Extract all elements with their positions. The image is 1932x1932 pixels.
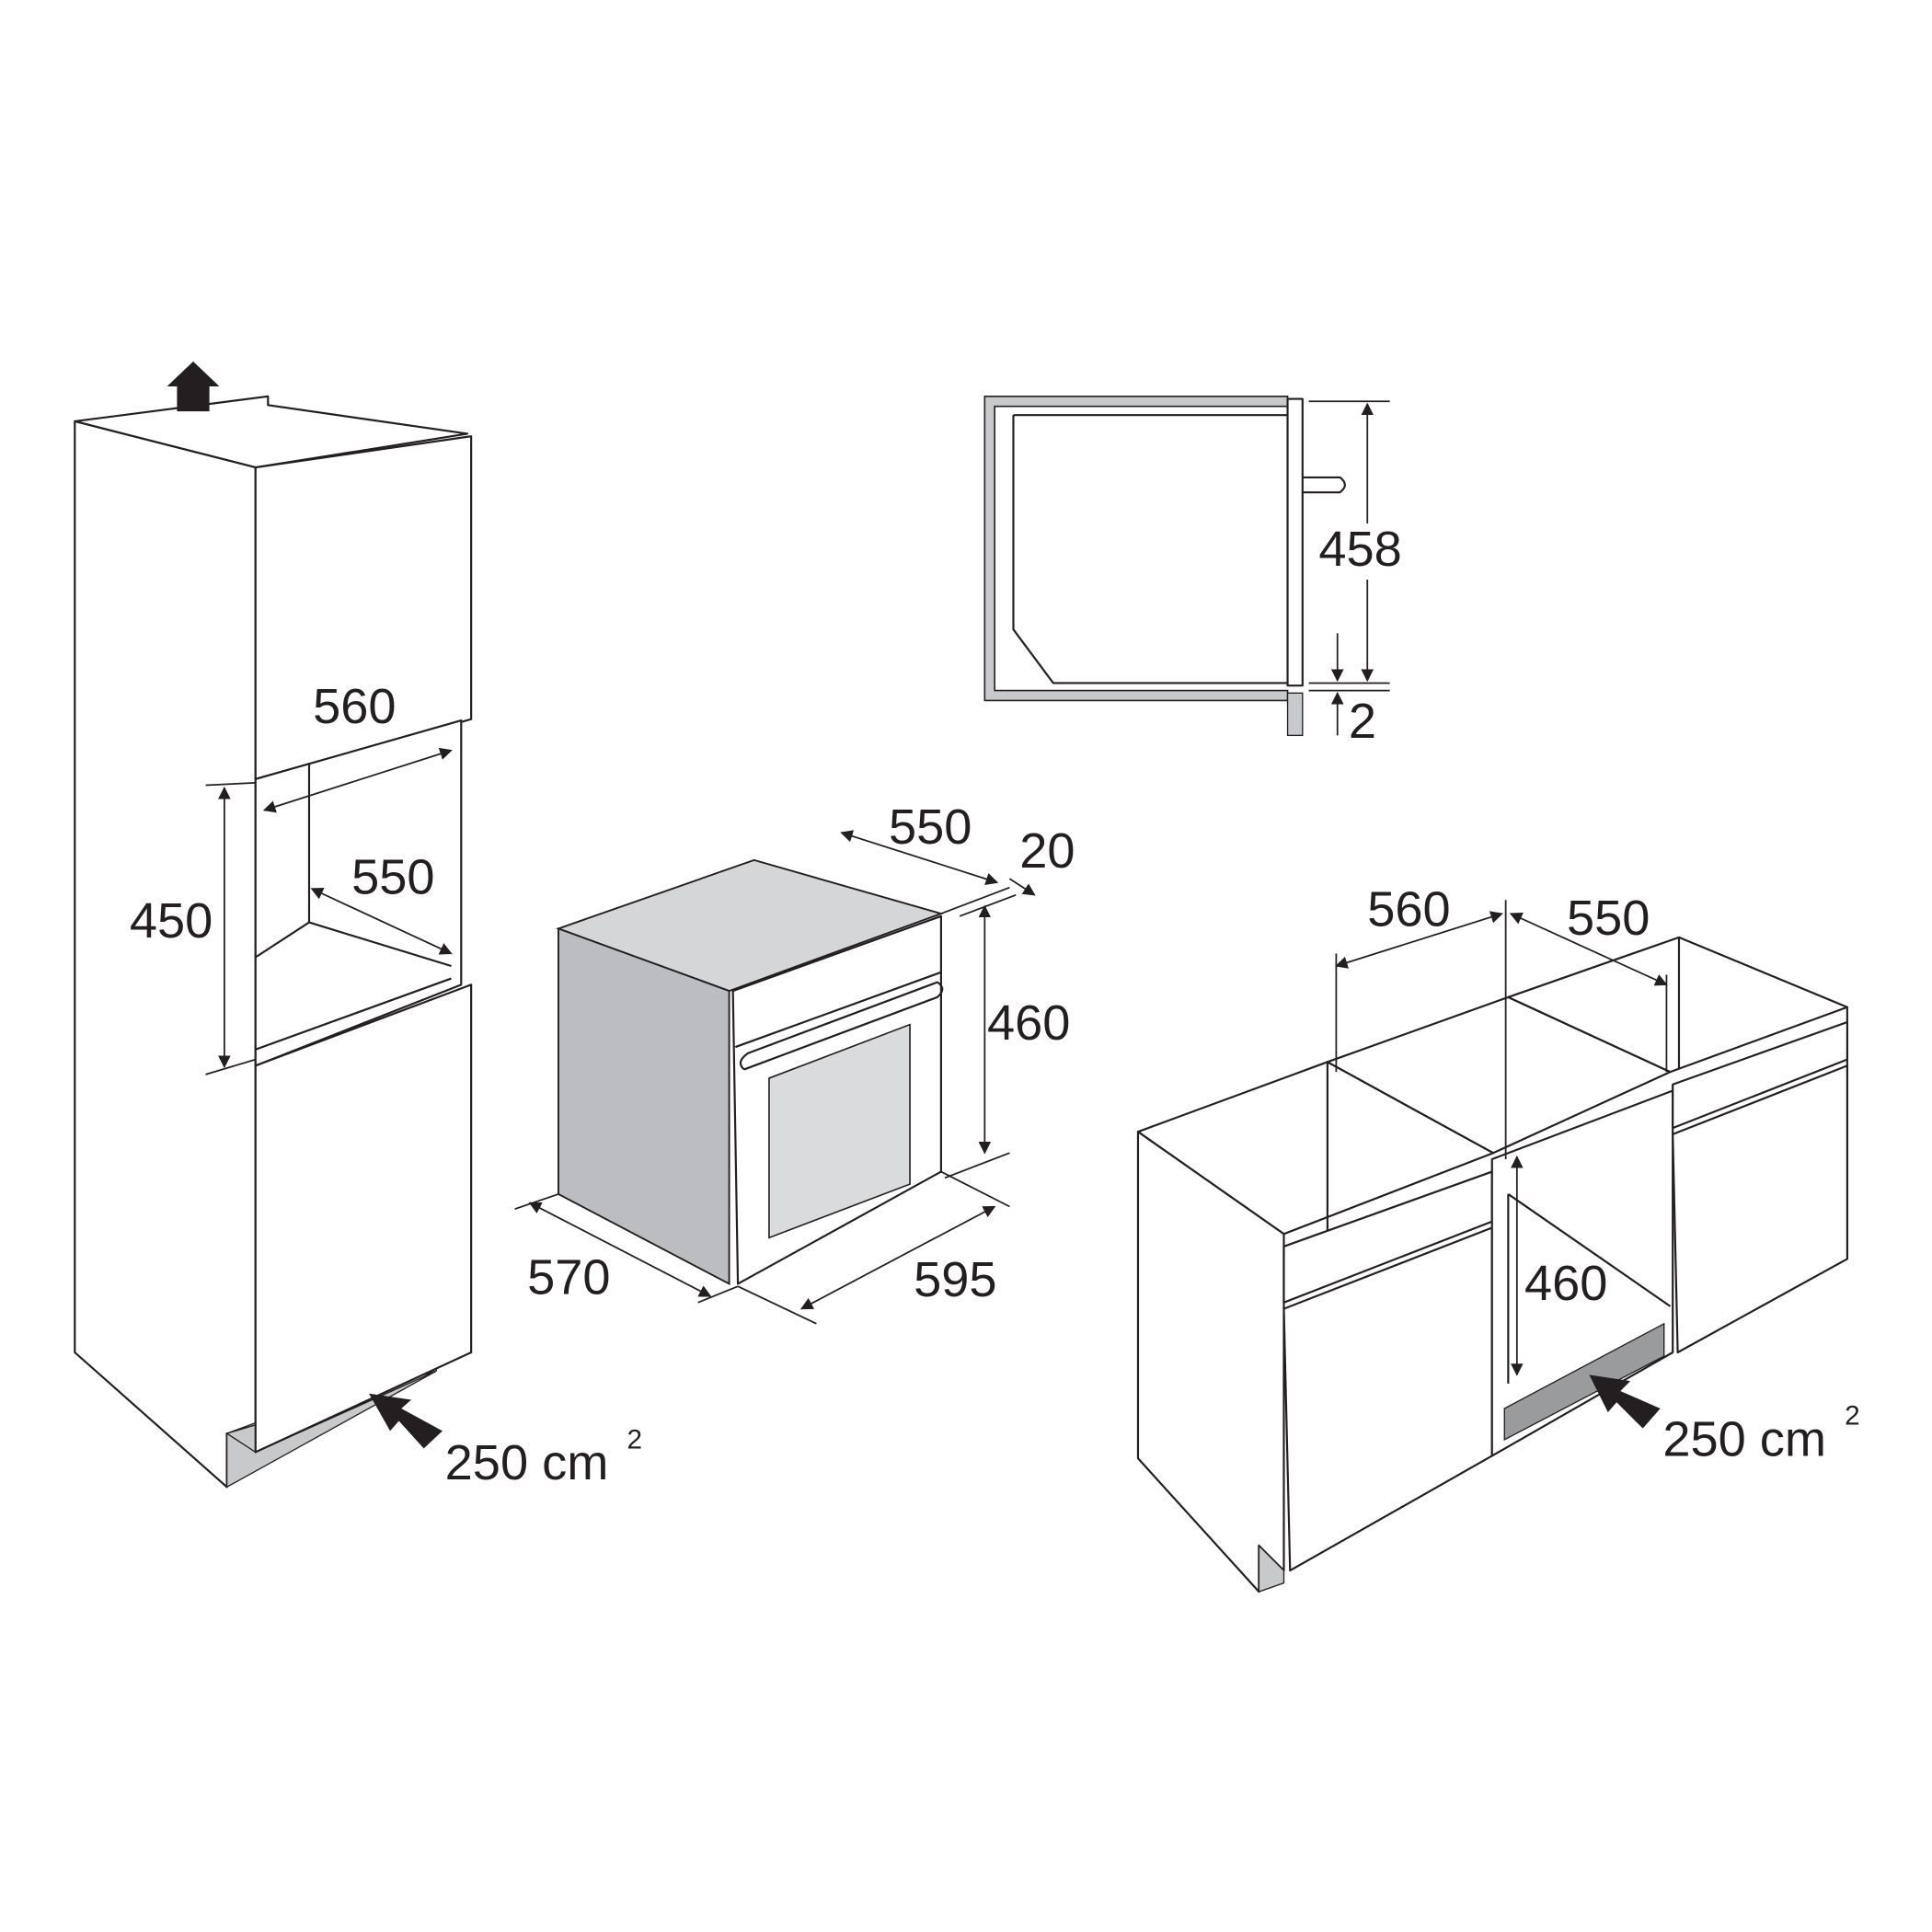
air-outlet-arrow-icon — [167, 361, 220, 412]
tall-cabinet-lower-door — [254, 983, 473, 1454]
section-gap-label: 2 — [1349, 694, 1376, 749]
oven: 550 20 460 570 595 — [514, 799, 1075, 1325]
base-niche-width-label: 560 — [1367, 882, 1450, 937]
tall-cabinet-upper-door — [254, 435, 473, 780]
oven-side — [558, 926, 730, 1286]
oven-handle — [739, 981, 944, 1071]
base-niche-depth-label: 550 — [1567, 891, 1650, 946]
tall-vent-unit-exponent: 2 — [627, 1424, 642, 1455]
section-handle — [1302, 476, 1346, 494]
oven-width-label: 595 — [914, 1252, 996, 1307]
base-vent-grille — [1503, 1322, 1665, 1441]
oven-window — [768, 1023, 911, 1239]
oven-depth-label: 550 — [889, 799, 972, 855]
oven-height-label: 460 — [987, 995, 1070, 1051]
tall-niche-depth-label: 550 — [351, 849, 434, 904]
base-air-inlet-arrow-icon — [1589, 1374, 1661, 1429]
base-vent-unit-exponent: 2 — [1845, 1401, 1860, 1432]
air-inlet-arrow-icon — [369, 1393, 443, 1449]
section-view: 458 2 — [983, 396, 1402, 749]
base-vent-area-label: 250 cm — [1662, 1411, 1826, 1466]
base-niche-height-label: 460 — [1524, 1256, 1607, 1311]
tall-vent-area-label: 250 cm — [445, 1435, 609, 1490]
tall-niche-height-label: 450 — [130, 893, 213, 949]
section-frame — [983, 396, 1289, 702]
base-right-drawer — [1672, 1020, 1848, 1130]
tall-cabinet: 560 550 450 250 cm 2 — [74, 361, 642, 1490]
oven-side-depth-label: 570 — [527, 1249, 610, 1305]
base-cabinet: 560 550 460 250 cm 2 — [1136, 882, 1860, 1593]
oven-front-thickness-label: 20 — [1019, 823, 1075, 879]
section-height-label: 458 — [1318, 522, 1401, 577]
base-right-door — [1672, 1064, 1848, 1354]
tall-niche-width-label: 560 — [313, 679, 396, 734]
tall-cabinet-side — [74, 420, 257, 1489]
